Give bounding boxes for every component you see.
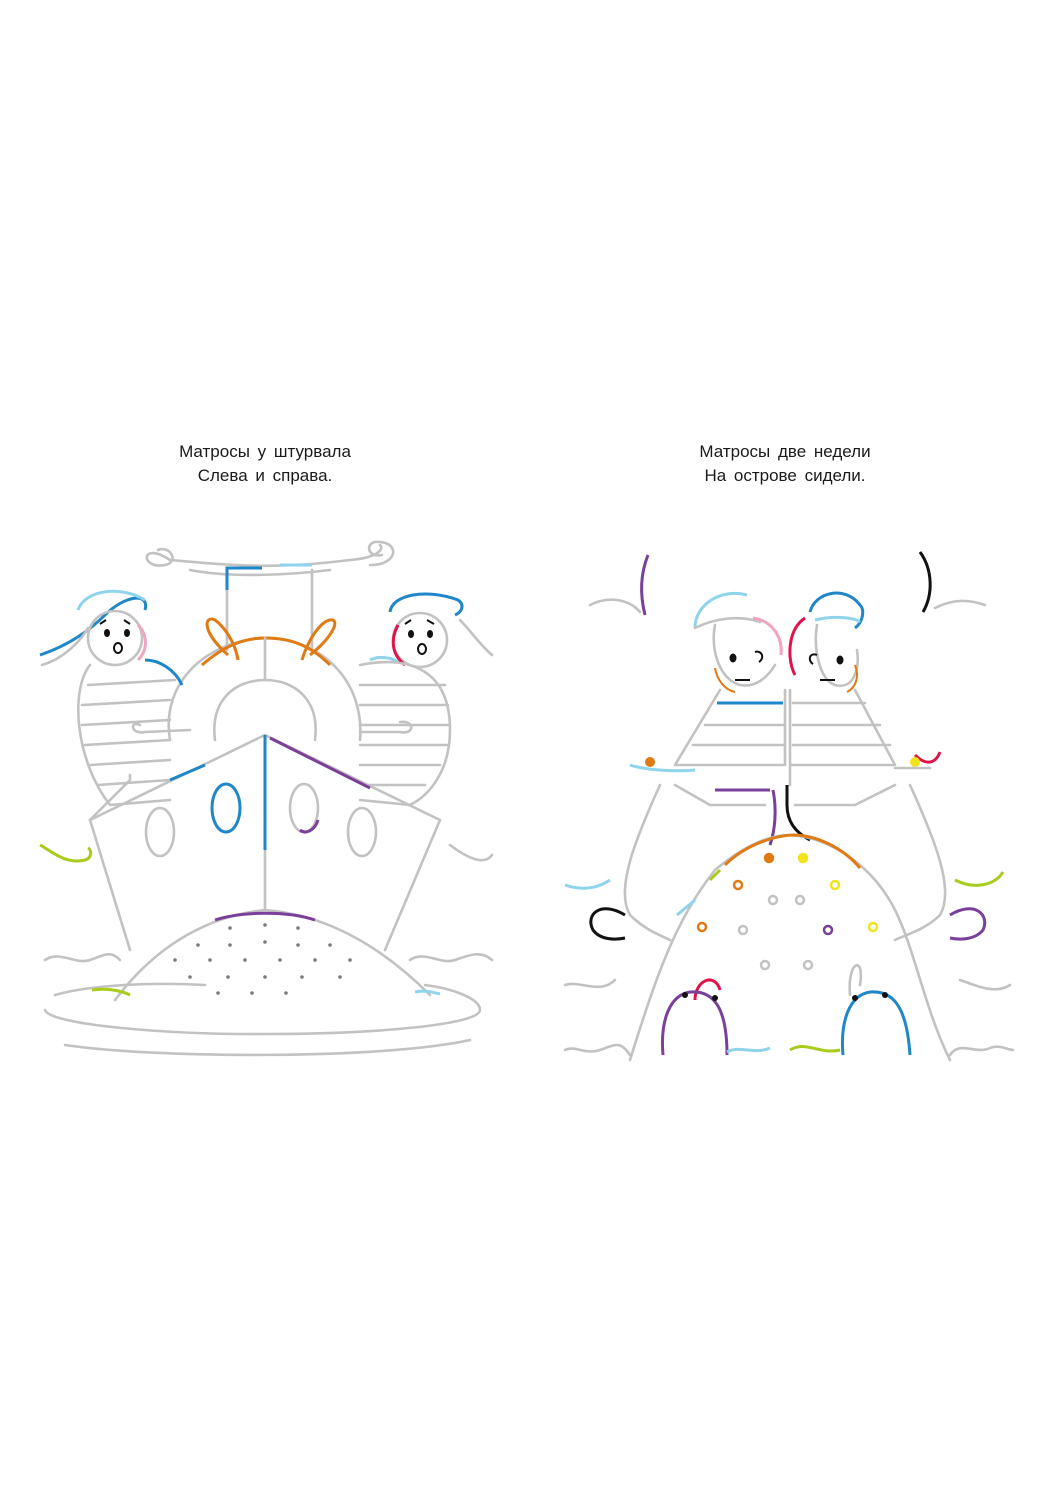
right-sailor-icon — [785, 591, 942, 842]
left-sailor-icon — [39, 589, 192, 807]
ship-with-sailors-icon — [39, 540, 494, 1057]
right-caption-line-2: На острове сидели. — [704, 466, 866, 485]
right-bird-icon — [918, 551, 932, 613]
left-caption-line-2: Слева и справа. — [197, 466, 333, 485]
sand-island-icon — [113, 908, 432, 1002]
right-caption: Матросы две недели На острове сидели. — [575, 440, 995, 488]
lime-wave-icon — [39, 843, 93, 863]
right-caption-line-1: Матросы две недели — [699, 442, 871, 461]
island-icon — [628, 833, 952, 1062]
left-caption: Матросы у штурвала Слева и справа. — [55, 440, 475, 488]
sea-waves-icon — [563, 871, 1015, 1057]
left-seal-icon — [660, 978, 729, 1056]
left-bird-icon — [640, 554, 650, 616]
steering-wheel-icon — [167, 617, 362, 742]
sea-waves-icon — [43, 952, 494, 1057]
sailor-legs-icon — [589, 783, 987, 942]
left-sailor-icon — [629, 592, 787, 846]
right-seal-icon — [840, 964, 912, 1056]
right-sailor-icon — [358, 592, 494, 807]
ship-hull-icon — [88, 733, 442, 952]
smoke-icon — [145, 540, 395, 577]
sailors-on-island-icon — [563, 551, 1015, 1062]
left-caption-line-1: Матросы у штурвала — [179, 442, 351, 461]
